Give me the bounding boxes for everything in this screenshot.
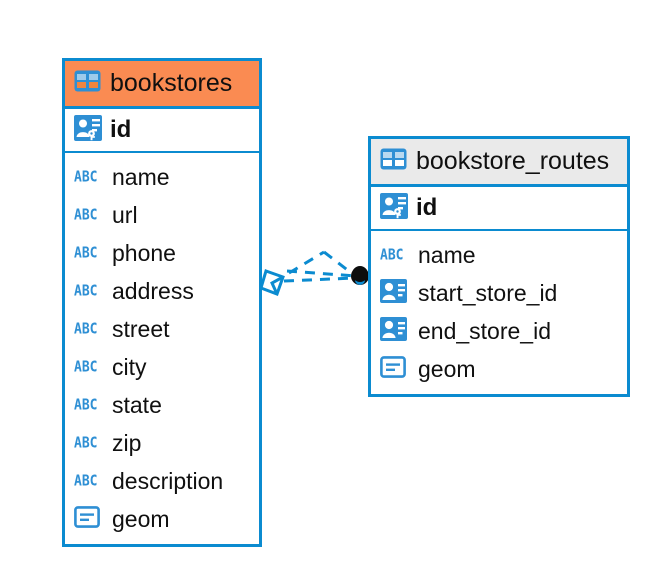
field-label: end_store_id — [418, 317, 551, 344]
table-icon — [74, 70, 101, 97]
field-row[interactable]: ABC state — [65, 386, 259, 424]
abc-icon: ABC — [74, 320, 98, 338]
abc-icon: ABC — [74, 206, 98, 224]
field-row[interactable]: geom — [371, 350, 627, 388]
entity-bookstore-routes-title: bookstore_routes — [416, 147, 610, 175]
field-row[interactable]: end_store_id — [371, 312, 627, 350]
abc-icon: ABC — [74, 244, 98, 262]
relationship-line-middle — [283, 276, 356, 283]
field-label: url — [112, 201, 138, 228]
entity-bookstore-routes-primary-key-label: id — [416, 194, 438, 221]
relationship-line-branch-a — [288, 250, 325, 275]
field-label: name — [418, 241, 476, 268]
entity-bookstore-routes-field-list: ABC name start_store_id — [371, 231, 627, 394]
entity-bookstores-title: bookstores — [110, 69, 233, 97]
entity-bookstores-primary-key-row[interactable]: id — [65, 109, 259, 153]
entity-bookstore-routes-header[interactable]: bookstore_routes — [371, 139, 627, 187]
geometry-icon — [380, 355, 410, 383]
entity-bookstores-header[interactable]: bookstores — [65, 61, 259, 109]
geometry-icon — [74, 505, 104, 533]
field-label: start_store_id — [418, 279, 558, 306]
field-row[interactable]: ABC address — [65, 272, 259, 310]
field-row[interactable]: ABC description — [65, 462, 259, 500]
field-label: city — [112, 353, 147, 380]
field-label: name — [112, 163, 170, 190]
relationship-line-upper — [286, 269, 357, 278]
field-label: address — [112, 277, 194, 304]
entity-bookstores[interactable]: bookstores id — [62, 58, 262, 547]
field-label: geom — [112, 505, 170, 532]
field-label: state — [112, 391, 162, 418]
foreign-key-icon — [380, 316, 410, 346]
foreign-key-icon — [380, 278, 410, 308]
one-dot-marker-inner — [355, 275, 365, 285]
field-label: zip — [112, 429, 142, 456]
abc-icon: ABC — [74, 396, 98, 414]
one-dot-marker — [351, 267, 369, 285]
table-icon — [380, 148, 407, 175]
field-label: description — [112, 467, 224, 494]
entity-bookstore-routes-primary-key-row[interactable]: id — [371, 187, 627, 231]
field-label: street — [112, 315, 170, 342]
field-row[interactable]: ABC name — [65, 158, 259, 196]
field-row[interactable]: ABC url — [65, 196, 259, 234]
entity-bookstores-field-list: ABC name ABC url ABC phone ABC address A… — [65, 153, 259, 544]
abc-icon: ABC — [74, 434, 98, 452]
abc-icon: ABC — [74, 472, 98, 490]
primary-key-icon — [380, 192, 408, 224]
field-row[interactable]: ABC phone — [65, 234, 259, 272]
field-row[interactable]: ABC street — [65, 310, 259, 348]
field-row[interactable]: start_store_id — [371, 274, 627, 312]
primary-key-icon — [74, 114, 102, 146]
relationship-line-branch-b — [323, 250, 355, 277]
field-row[interactable]: ABC name — [371, 236, 627, 274]
field-label: geom — [418, 355, 476, 382]
abc-icon: ABC — [74, 358, 98, 376]
field-label: phone — [112, 239, 176, 266]
field-row[interactable]: ABC city — [65, 348, 259, 386]
entity-bookstores-primary-key-label: id — [110, 116, 132, 143]
abc-icon: ABC — [74, 282, 98, 300]
field-row[interactable]: geom — [65, 500, 259, 538]
one-dot-marker-cap — [352, 266, 368, 282]
many-diamond-marker — [259, 269, 285, 296]
field-row[interactable]: ABC zip — [65, 424, 259, 462]
abc-icon: ABC — [74, 168, 98, 186]
entity-bookstore-routes[interactable]: bookstore_routes — [368, 136, 630, 397]
abc-icon: ABC — [380, 246, 404, 264]
